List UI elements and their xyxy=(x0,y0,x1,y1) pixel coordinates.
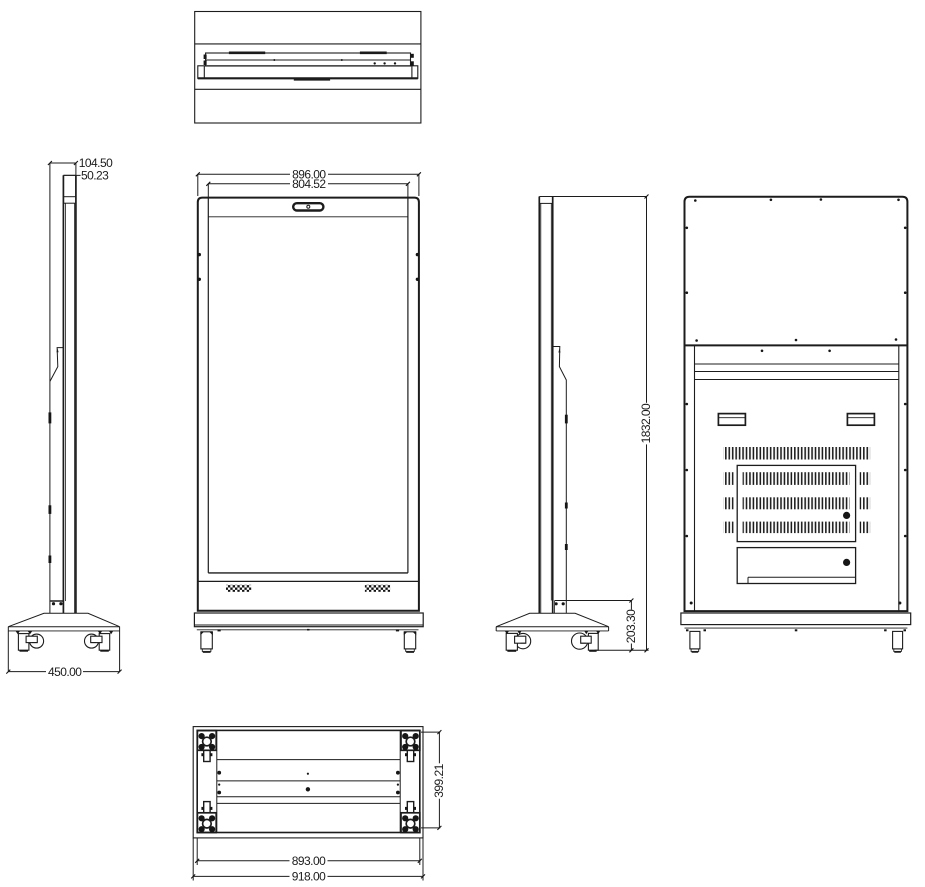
svg-text:893.00: 893.00 xyxy=(292,854,326,868)
svg-text:804.52: 804.52 xyxy=(292,177,326,191)
svg-text:50.23: 50.23 xyxy=(81,169,109,183)
svg-text:104.50: 104.50 xyxy=(79,156,113,170)
svg-text:918.00: 918.00 xyxy=(292,870,326,884)
svg-text:896.00: 896.00 xyxy=(292,168,326,182)
svg-text:203.30: 203.30 xyxy=(624,609,638,643)
svg-text:399.21: 399.21 xyxy=(432,763,446,797)
svg-text:1832.00: 1832.00 xyxy=(639,403,653,443)
svg-text:450.00: 450.00 xyxy=(48,665,82,679)
